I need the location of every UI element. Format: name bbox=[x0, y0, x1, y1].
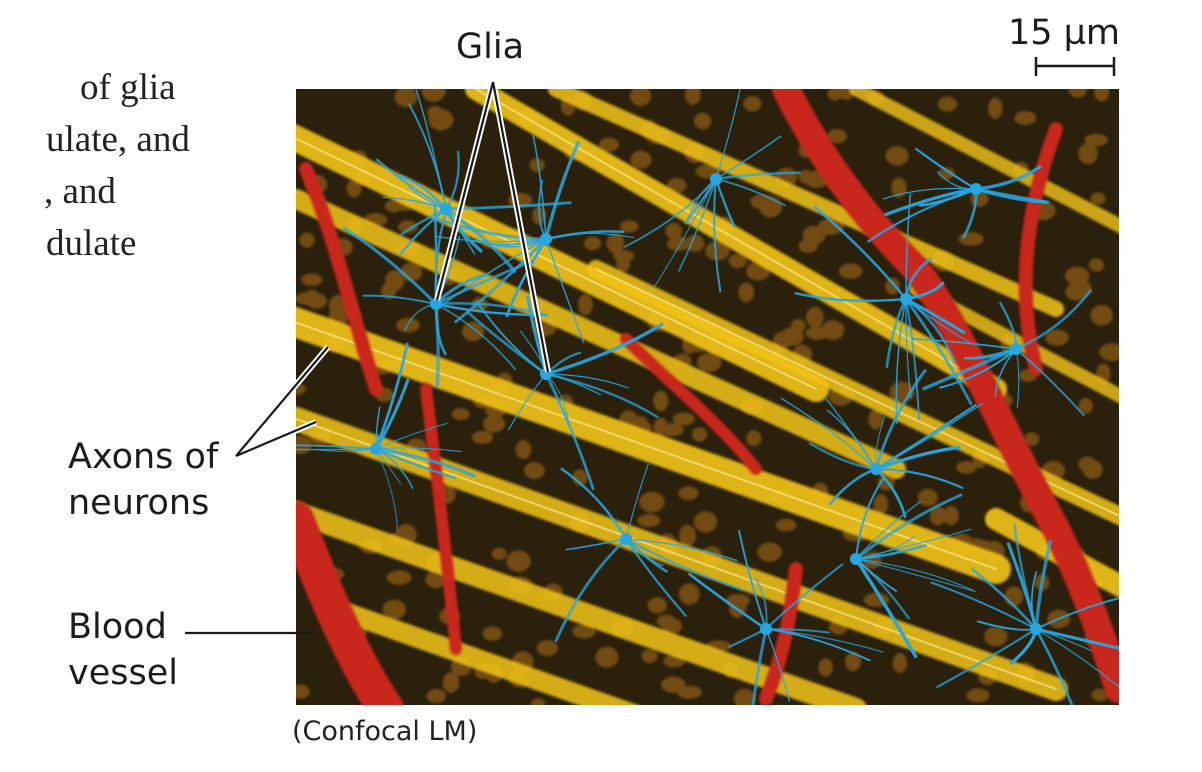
confocal-micrograph bbox=[296, 89, 1119, 705]
blood-label-line1: Blood bbox=[68, 607, 167, 647]
glia-label: Glia bbox=[456, 27, 525, 67]
blood-vessels bbox=[296, 89, 1119, 705]
text-line: dulate bbox=[46, 223, 137, 264]
body-text-fragment: of glia ulate, and , and dulate bbox=[40, 62, 190, 270]
axons-label-line1: Axons of bbox=[68, 437, 219, 477]
axons-label: Axons of neurons bbox=[68, 434, 218, 526]
blood-label-line2: vessel bbox=[68, 653, 178, 693]
text-line: of glia bbox=[80, 67, 176, 108]
scale-bar-label: 15 µm bbox=[1008, 13, 1121, 53]
blood-vessel-label: Blood vessel bbox=[68, 604, 178, 696]
scale-bar bbox=[1034, 57, 1116, 76]
caption: (Confocal LM) bbox=[292, 716, 478, 747]
text-line: ulate, and bbox=[46, 119, 190, 160]
micrograph-image bbox=[296, 89, 1119, 705]
text-line: , and bbox=[44, 171, 116, 212]
axons-label-line2: neurons bbox=[68, 483, 210, 523]
glia-cells bbox=[296, 89, 1119, 705]
